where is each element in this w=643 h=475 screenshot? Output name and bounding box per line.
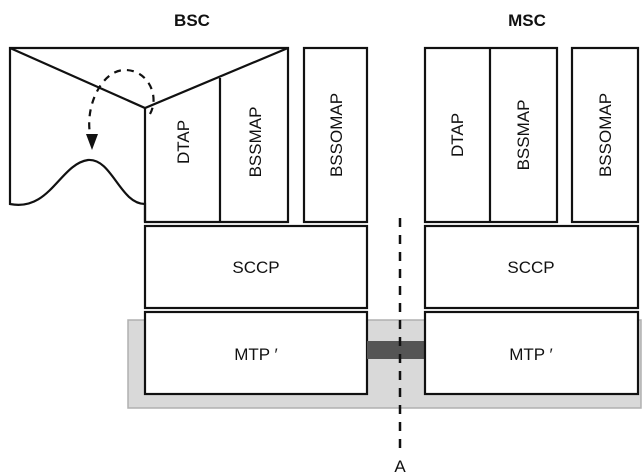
bsc-title: BSC bbox=[174, 11, 210, 30]
msc-stack: DTAP BSSMAP BSSOMAP SCCP MTP ′ bbox=[425, 48, 638, 394]
bsc-stack: DTAP BSSMAP BSSOMAP SCCP MTP ′ bbox=[10, 48, 367, 394]
bsc-bssmap-label: BSSMAP bbox=[246, 107, 265, 178]
bsc-sccp-label: SCCP bbox=[232, 258, 279, 277]
bsc-mtp-label: MTP ′ bbox=[234, 345, 278, 364]
a-interface-label: A bbox=[394, 457, 406, 475]
bsc-dtap-label: DTAP bbox=[174, 120, 193, 164]
msc-mtp-label: MTP ′ bbox=[509, 345, 553, 364]
msc-title: MSC bbox=[508, 11, 546, 30]
a-interface-link bbox=[367, 341, 425, 359]
msc-sccp-label: SCCP bbox=[507, 258, 554, 277]
msc-bssmap-label: BSSMAP bbox=[514, 100, 533, 171]
msc-bssomap-label: BSSOMAP bbox=[596, 93, 615, 177]
msc-dtap-label: DTAP bbox=[448, 113, 467, 157]
bsc-bssomap-label: BSSOMAP bbox=[327, 93, 346, 177]
